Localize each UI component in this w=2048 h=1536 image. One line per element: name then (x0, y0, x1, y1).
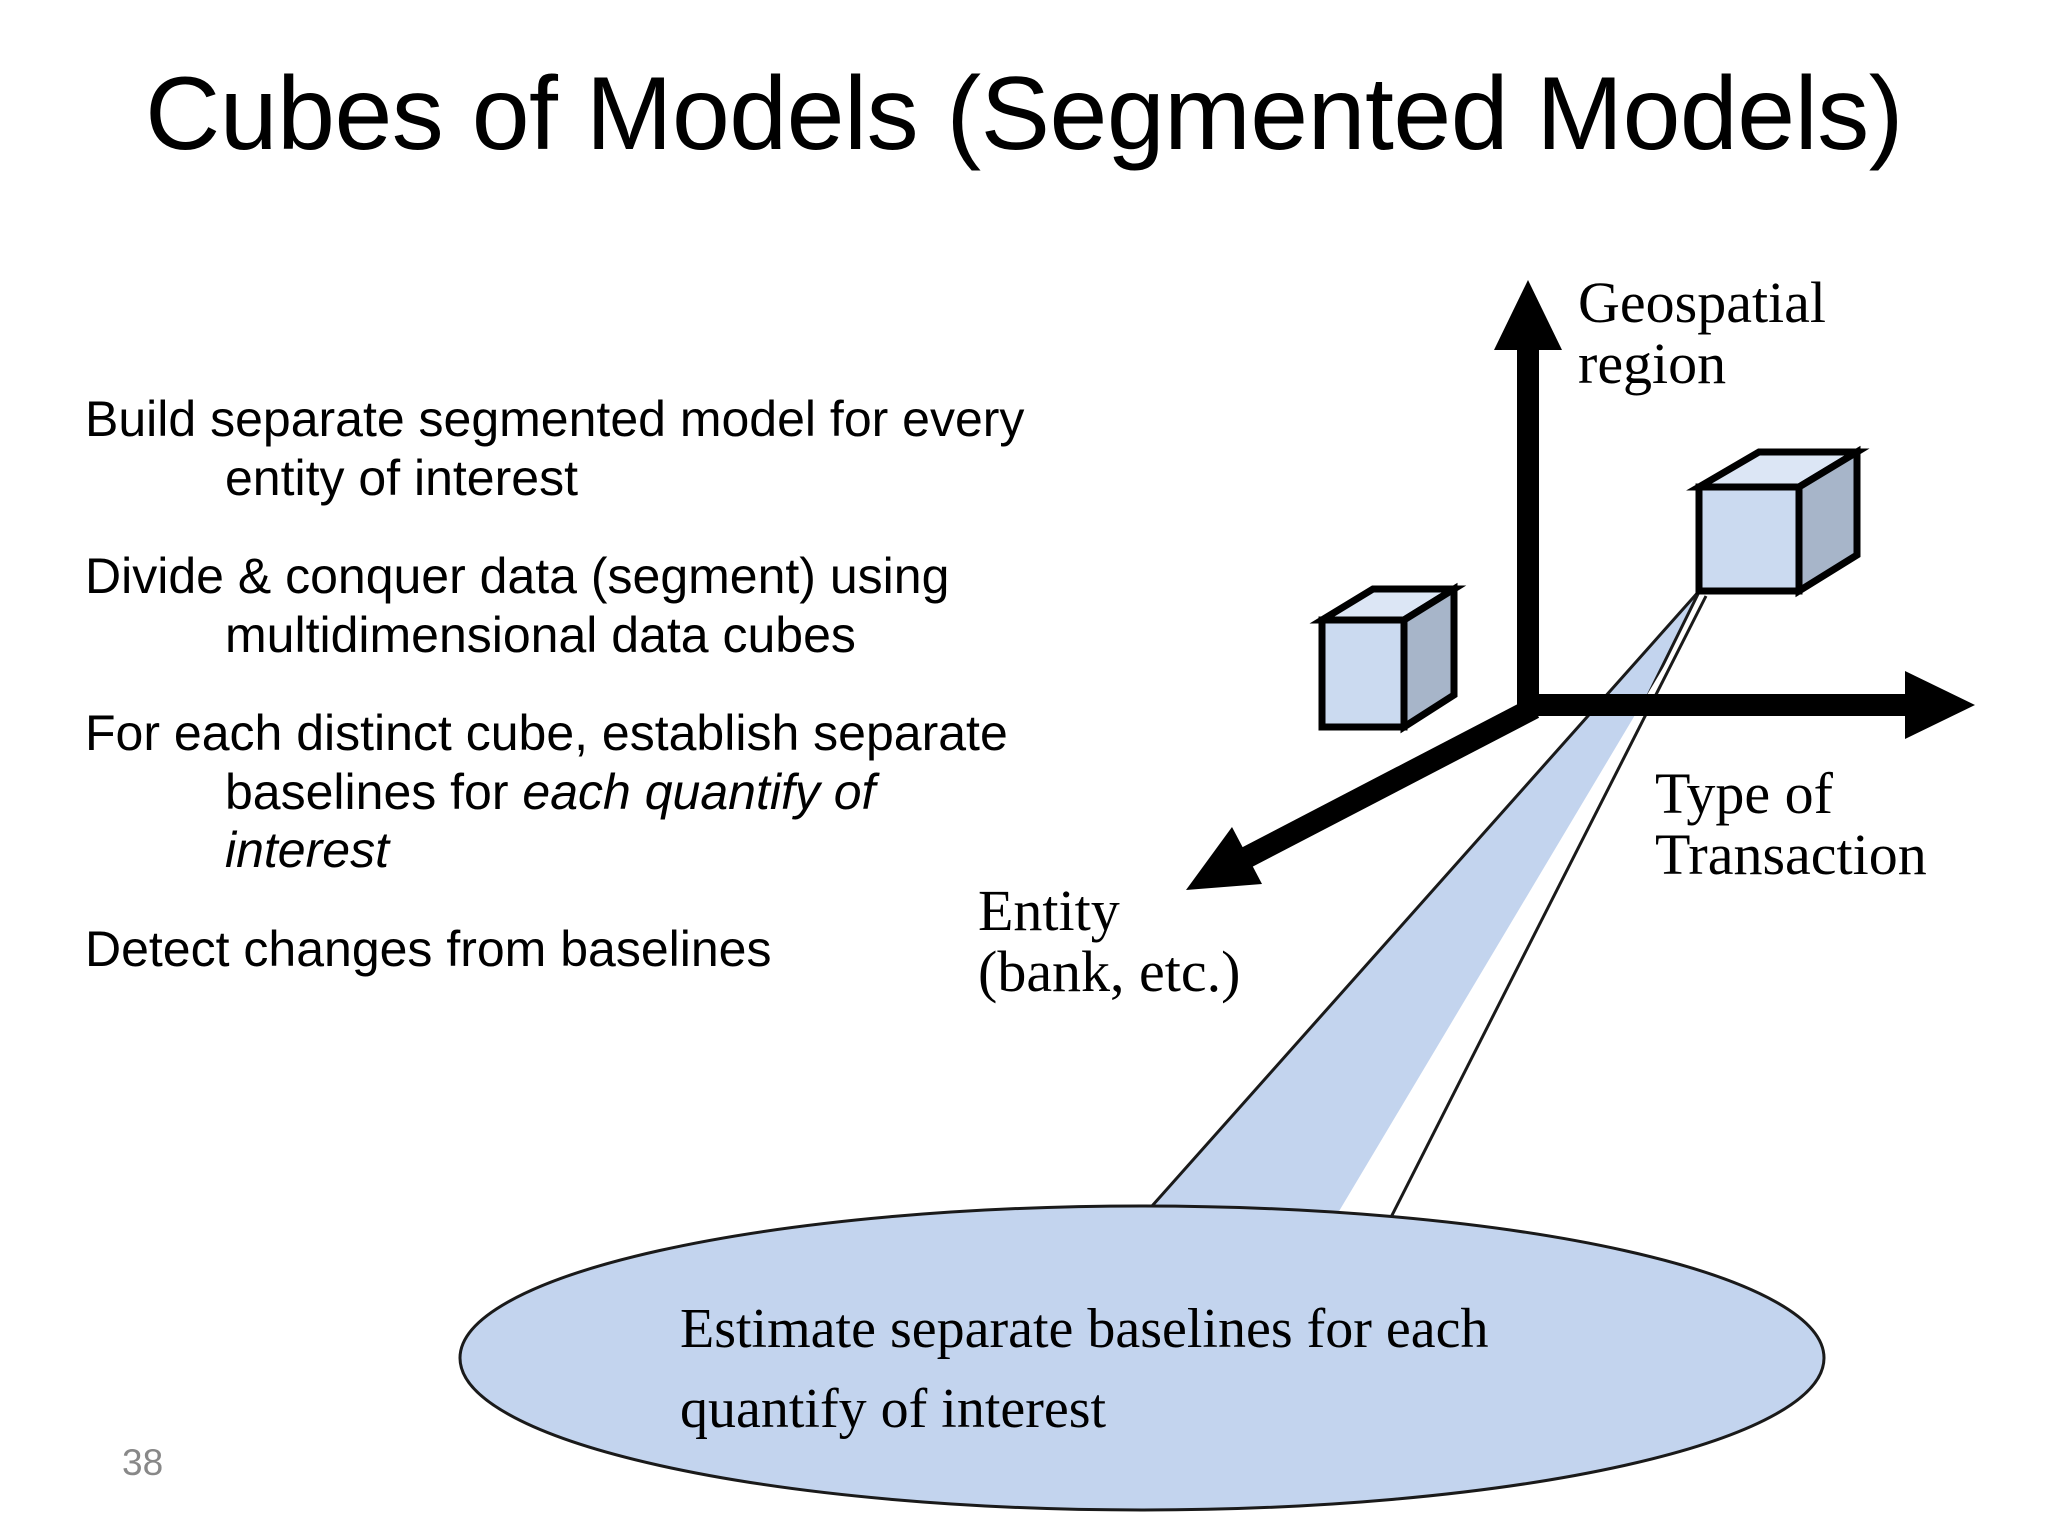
bullet-3-line-1: For each distinct cube, establish (85, 705, 800, 761)
bullet-1-line-1: Build separate segmented model (85, 391, 817, 447)
bullet-2-line-3: cubes (722, 606, 856, 663)
callout-text-line2: quantify of interest (680, 1377, 1107, 1440)
bullet-divide-and-conquer: Divide & conquer data (segment) using mu… (85, 547, 1025, 664)
axis-label-transaction-line2: Transaction (1655, 822, 1927, 888)
bullet-2-line-2: using multidimensional data (225, 548, 950, 663)
bullet-3-line-3-italic: quantify of interest (225, 763, 876, 879)
callout-text-line1: Estimate separate baselines for each (680, 1298, 1489, 1360)
axis-label-entity-line2: (bank, etc.) (978, 939, 1241, 1005)
page-number: 38 (122, 1442, 164, 1483)
callout-cone-notch-edge (1381, 595, 1708, 1234)
cube-lower-left (1309, 582, 1467, 734)
bullet-3-line-2-italic: each (522, 763, 631, 820)
axis-label-geospatial-line1: Geospatial (1578, 270, 1827, 335)
axis-vertical (1494, 280, 1562, 715)
bullet-build-separate-model: Build separate segmented model for every… (85, 390, 1025, 507)
axis-label-entity: Entity (bank, etc.) (978, 880, 1240, 1003)
page-title: Cubes of Models (Segmented Models) (145, 56, 1903, 172)
axis-label-type-of-transaction: Type of Transaction (1655, 763, 1927, 886)
axis-label-geospatial-region: Geospatial region (1578, 272, 1826, 395)
callout-text: Estimate separate baselines for each qua… (680, 1290, 1710, 1449)
callout-cone-notch (1326, 596, 1706, 1233)
bullet-3-line-2-plain: separate baselines for (225, 705, 1008, 820)
bullet-1-line-2: for every entity of interest (225, 391, 1025, 506)
bullet-establish-baselines: For each distinct cube, establish separa… (85, 704, 1025, 880)
bullet-detect-changes: Detect changes from baselines (85, 920, 1025, 979)
cube-upper-right (1686, 445, 1870, 598)
axis-label-transaction-line1: Type of (1655, 761, 1833, 826)
axis-horizontal (1528, 671, 1975, 739)
bullet-2-line-1: Divide & conquer data (segment) (85, 548, 816, 604)
axis-label-entity-line1: Entity (978, 878, 1120, 943)
bullet-4-line-1: Detect changes from baselines (85, 920, 772, 977)
axis-depth (1186, 698, 1540, 890)
axis-label-geospatial-line2: region (1578, 331, 1727, 397)
body-bullet-list: Build separate segmented model for every… (85, 390, 1025, 1018)
